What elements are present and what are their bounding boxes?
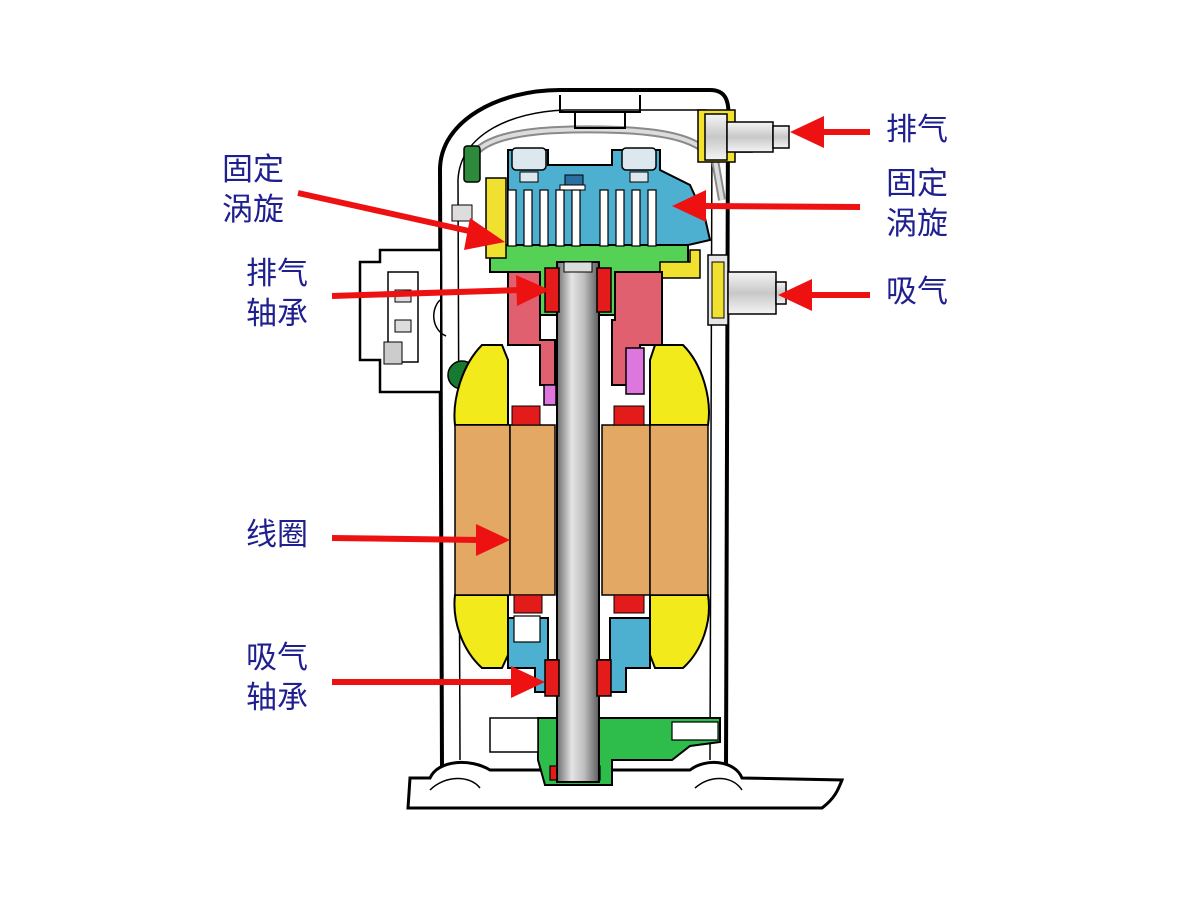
suction-bearing	[544, 659, 612, 697]
label-coil: 线圈	[246, 515, 308, 555]
label-line: 轴承	[246, 296, 308, 332]
discharge-fitting	[697, 109, 790, 163]
arrow-icon	[331, 524, 510, 556]
label-line: 固定	[222, 152, 284, 188]
arrow-icon	[790, 116, 870, 148]
terminal-box	[358, 145, 481, 394]
lower-bearing-housing	[507, 615, 651, 693]
label-discharge: 排气	[886, 110, 948, 150]
compressor-base	[406, 760, 845, 810]
stator-coil	[454, 405, 709, 614]
crankshaft	[556, 261, 600, 783]
label-fixed-scroll-left: 固定 涡旋	[222, 150, 284, 230]
arrow-icon	[332, 666, 545, 698]
label-line: 固定	[886, 166, 948, 202]
arrow-icon	[672, 190, 861, 222]
label-line: 线圈	[246, 517, 308, 553]
arrow-icon	[297, 190, 505, 250]
label-line: 涡旋	[222, 192, 284, 228]
label-discharge-bearing: 排气 轴承	[246, 254, 308, 334]
label-line: 吸气	[886, 274, 948, 310]
label-line: 排气	[246, 256, 308, 292]
label-line: 轴承	[246, 680, 308, 716]
arrow-icon	[778, 279, 870, 311]
label-line: 吸气	[246, 640, 308, 676]
coil-end-windings	[453, 344, 710, 669]
arrow-icon	[331, 275, 550, 306]
label-line: 排气	[886, 112, 948, 148]
label-line: 涡旋	[886, 206, 948, 242]
label-suction: 吸气	[886, 272, 948, 312]
label-fixed-scroll-right: 固定 涡旋	[886, 164, 948, 244]
label-suction-bearing: 吸气 轴承	[246, 638, 308, 718]
suction-fitting	[707, 254, 787, 326]
